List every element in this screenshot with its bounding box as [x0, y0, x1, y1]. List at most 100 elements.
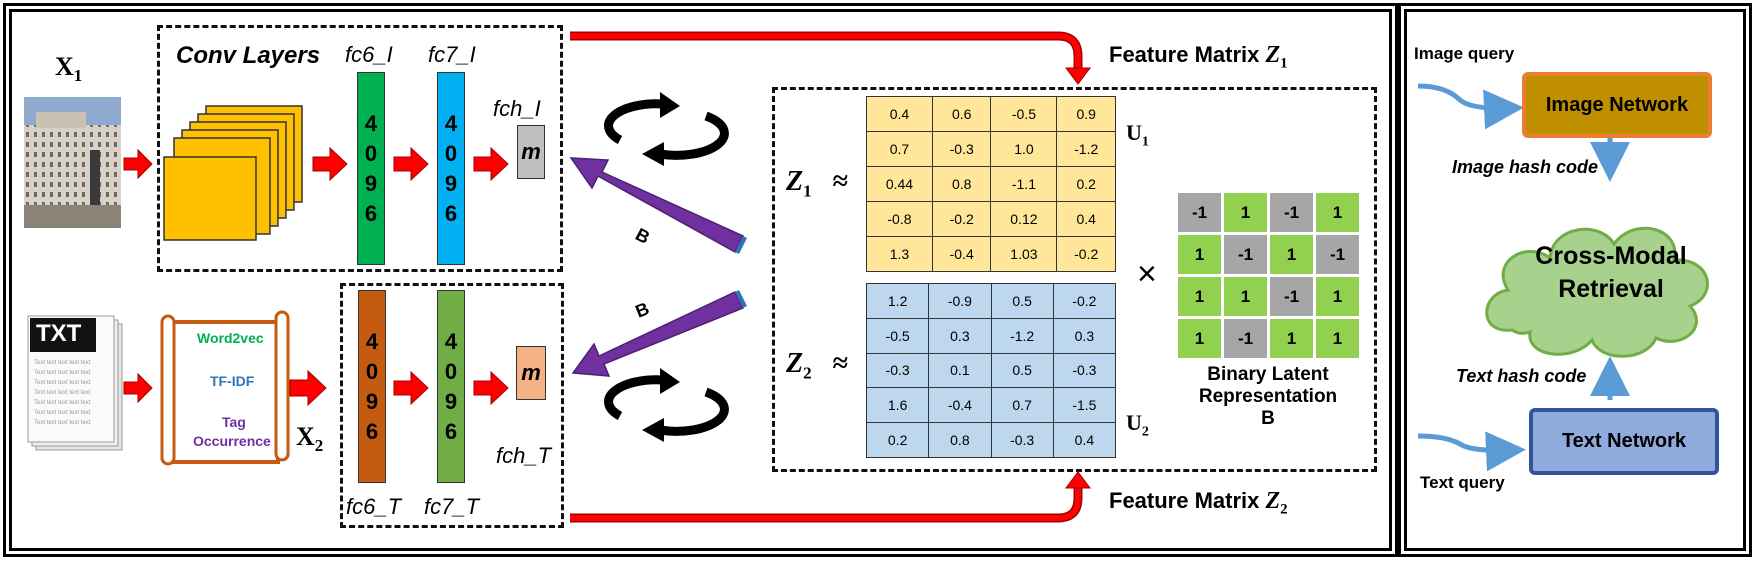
digit: 9: [444, 388, 458, 414]
image-network-box: [157, 25, 563, 272]
digit: 6: [444, 200, 458, 226]
cell: -0.3: [931, 131, 992, 167]
retrieval-line: Cross-Modal: [1535, 242, 1687, 270]
approx-sign: ≈: [832, 166, 848, 197]
cell: 0.4: [866, 96, 933, 132]
retrieval-flow-arrows: [1417, 83, 1630, 472]
cell: -1: [1224, 235, 1267, 274]
cell: -1: [1270, 193, 1313, 232]
digit: 9: [364, 170, 378, 196]
cell: 1.6: [865, 387, 930, 424]
cell: 0.8: [931, 166, 992, 202]
cell: 0.7: [866, 131, 933, 167]
fch-text-bar: m: [516, 346, 546, 400]
retrieval-panel-inner-frame: [1404, 9, 1746, 551]
cell: 1: [1270, 319, 1313, 358]
cell: 0.7: [990, 387, 1054, 424]
iteration-cycle-top: [604, 99, 729, 160]
doc-lines: Text text text text text Text text text …: [34, 358, 110, 428]
caption-line: Binary Latent: [1207, 364, 1329, 385]
cell: 1: [1270, 235, 1313, 274]
cell: -0.2: [931, 201, 992, 237]
cell: -0.4: [928, 387, 992, 424]
cell: 0.44: [866, 166, 933, 202]
x1-label: X1: [55, 52, 82, 86]
cell: -0.9: [928, 283, 992, 319]
doc-line: Text text text text text: [34, 390, 91, 396]
fm2-var: Z: [1265, 488, 1281, 514]
cell: 1.2: [865, 283, 930, 319]
fc6-text-label: fc6_T: [346, 494, 402, 519]
digit: 0: [444, 140, 458, 166]
cell: 0.5: [990, 283, 1054, 319]
digit: 0: [365, 358, 379, 384]
cell: 1.03: [990, 236, 1058, 272]
cell: -1.2: [1056, 131, 1116, 167]
cell: 0.12: [990, 201, 1058, 237]
table-row: 1 -1 1 1: [1178, 319, 1359, 358]
cell: -0.5: [865, 317, 930, 354]
fc6-image-bar: 4 0 9 6: [357, 72, 385, 265]
iteration-cycle-bottom: [604, 375, 729, 436]
image-network-node: Image Network: [1522, 72, 1712, 138]
table-row: -1 1 -1 1: [1178, 193, 1359, 232]
text-network-node: Text Network: [1529, 408, 1719, 475]
cell: 1: [1178, 319, 1221, 358]
z1-var: Z: [786, 166, 804, 197]
cell: 0.9: [1056, 96, 1116, 132]
doc-line: Text text text text text: [34, 400, 91, 406]
cell: 1: [1224, 193, 1267, 232]
cell: -0.5: [990, 96, 1058, 132]
text-document-stack: [27, 315, 123, 451]
cell: -0.2: [1052, 283, 1117, 319]
cell: 0.1: [928, 352, 992, 389]
doc-line: Text text text text text: [34, 380, 91, 386]
cell: -0.4: [931, 236, 992, 272]
conv-layer-stack: [163, 105, 303, 241]
scroll-occurrence: Occurrence: [193, 433, 271, 449]
times-sign: ×: [1137, 255, 1157, 293]
latent-box: [772, 87, 1377, 472]
retrieval-cloud: [1485, 226, 1709, 358]
x2-var: X: [296, 422, 315, 451]
digit: 0: [444, 358, 458, 384]
doc-line: Text text text text text: [34, 370, 91, 376]
digit: 0: [364, 140, 378, 166]
cell: 0.4: [1056, 201, 1116, 237]
cell: -1.2: [990, 317, 1054, 354]
main-panel-inner-frame: [9, 9, 1392, 551]
cell: 1: [1316, 319, 1359, 358]
fc7-image-bar: 4 0 9 6: [437, 72, 465, 265]
feature-scroll: [160, 310, 290, 466]
cell: -1.5: [1052, 387, 1117, 424]
feature-matrix-arrow-bottom: [570, 471, 1091, 523]
cell: 0.4: [1052, 422, 1117, 458]
cell: -1: [1270, 277, 1313, 316]
z2-sub: 2: [803, 363, 812, 383]
input-image-photo: [24, 97, 121, 228]
cell: 1.3: [866, 236, 933, 272]
fc7-text-label: fc7_T: [424, 494, 480, 519]
fc6-image-label: fc6_I: [345, 42, 393, 67]
image-query-label: Image query: [1414, 44, 1515, 63]
feature-matrix-arrow-top: [570, 31, 1091, 85]
u2-sub: 2: [1141, 424, 1149, 440]
fc7-image-label: fc7_I: [428, 42, 476, 67]
u1-label: U1: [1126, 120, 1149, 150]
cell: 0.8: [928, 422, 992, 458]
fm2-sub: 2: [1280, 501, 1288, 518]
u1-sub: 1: [1141, 134, 1149, 150]
fch-image-bar: m: [517, 125, 545, 179]
fm1-var: Z: [1265, 42, 1281, 68]
approx-sign: ≈: [832, 348, 848, 379]
scroll-tag: Tag: [222, 414, 246, 430]
